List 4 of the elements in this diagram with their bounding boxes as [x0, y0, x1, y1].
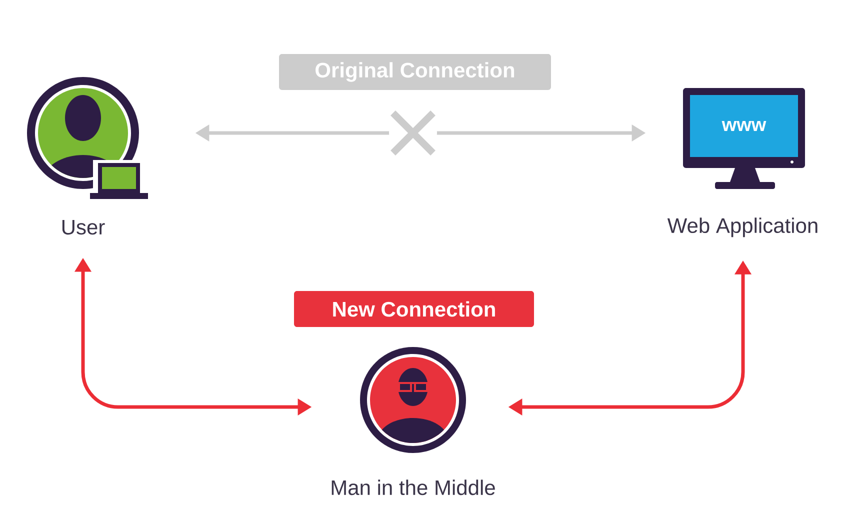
node-label: Web Application	[667, 218, 818, 238]
node-label: Man in the Middle	[332, 480, 495, 496]
node-label: User	[62, 220, 105, 235]
tag-box: New Connection	[294, 291, 534, 327]
